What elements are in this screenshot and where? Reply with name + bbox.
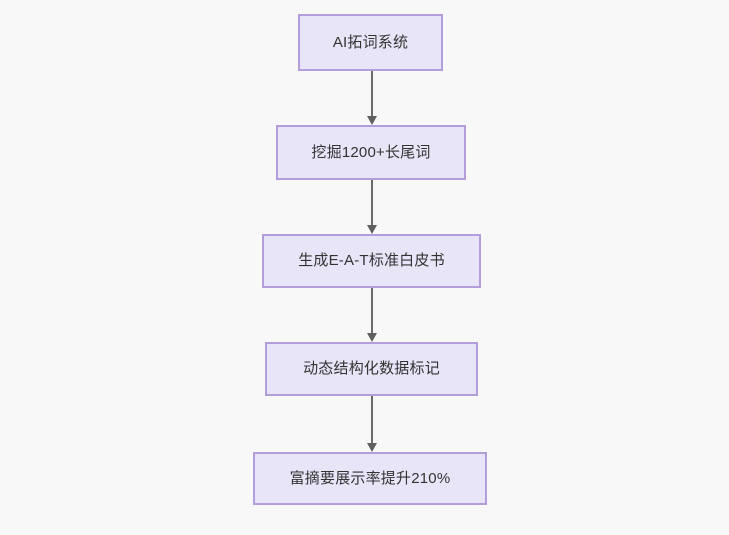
arrow-down-icon bbox=[367, 225, 377, 234]
flowchart-node-n5[interactable]: 富摘要展示率提升210% bbox=[253, 452, 487, 505]
flowchart-node-label: 生成E-A-T标准白皮书 bbox=[298, 252, 445, 269]
flowchart-node-n4[interactable]: 动态结构化数据标记 bbox=[265, 342, 478, 396]
flowchart-edge-n4-n5-line bbox=[371, 396, 373, 444]
arrow-down-icon bbox=[367, 333, 377, 342]
flowchart-node-n2[interactable]: 挖掘1200+长尾词 bbox=[276, 125, 466, 180]
flowchart-node-n3[interactable]: 生成E-A-T标准白皮书 bbox=[262, 234, 481, 288]
flowchart-node-n1[interactable]: AI拓词系统 bbox=[298, 14, 443, 71]
flowchart-node-label: 富摘要展示率提升210% bbox=[289, 469, 451, 487]
arrow-down-icon bbox=[367, 116, 377, 125]
flowchart-edge-n1-n2-line bbox=[371, 71, 373, 117]
flowchart-node-label: AI拓词系统 bbox=[332, 33, 409, 51]
flowchart-edge-n3-n4-line bbox=[371, 288, 373, 334]
arrow-down-icon bbox=[367, 443, 377, 452]
flowchart-node-label: 动态结构化数据标记 bbox=[303, 360, 440, 377]
flowchart-edge-n2-n3-line bbox=[371, 180, 373, 226]
flowchart-node-label: 挖掘1200+长尾词 bbox=[311, 143, 431, 161]
